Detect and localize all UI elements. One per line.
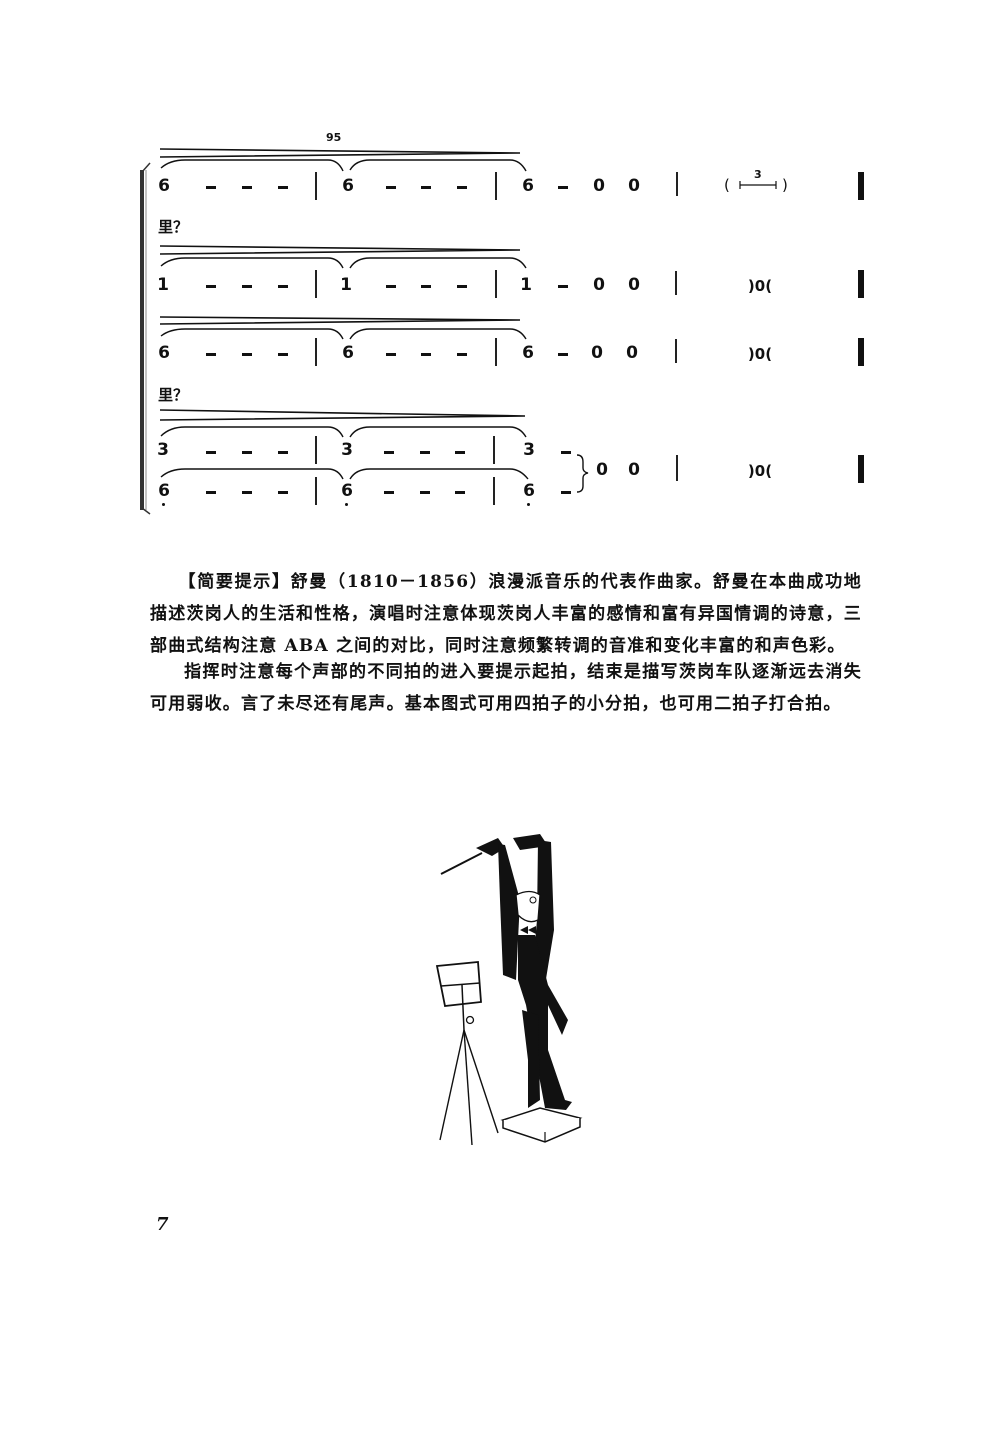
- dash: [242, 186, 252, 189]
- final-barline: [858, 455, 864, 483]
- rest: 0: [591, 343, 603, 363]
- rest: 0: [626, 343, 638, 363]
- measure-number: 95: [326, 131, 342, 144]
- conducting-body: 指挥时注意每个声部的不同拍的进入要提示起拍，结束是描写茨岗车队逐渐远去消失可用弱…: [150, 662, 862, 714]
- dash: [206, 451, 216, 454]
- rest: 0: [628, 275, 640, 295]
- note: 6: [342, 343, 354, 363]
- final-barline: [858, 172, 864, 200]
- rest: 0: [593, 275, 605, 295]
- dash: [457, 353, 467, 356]
- barline: [315, 477, 317, 505]
- conducting-paragraph: 指挥时注意每个声部的不同拍的进入要提示起拍，结束是描写茨岗车队逐渐远去消失可用弱…: [150, 656, 862, 720]
- dash: [421, 186, 431, 189]
- note: 3: [523, 440, 535, 460]
- note: 6: [158, 343, 170, 363]
- barline: [676, 455, 678, 481]
- barline: [315, 270, 317, 298]
- dash: [420, 451, 430, 454]
- dash: [558, 285, 568, 288]
- rest-group: )0(: [747, 462, 773, 480]
- dash: [242, 451, 252, 454]
- note: 6: [341, 481, 353, 501]
- dash: [457, 186, 467, 189]
- note: 6: [523, 481, 535, 501]
- note: 6: [342, 176, 354, 196]
- barline: [676, 172, 678, 196]
- music-stand-icon: [435, 961, 499, 1146]
- rest: 0: [593, 176, 605, 196]
- barline: [675, 271, 677, 295]
- barline: [315, 338, 317, 366]
- lower-octave-dot: [162, 503, 165, 506]
- rest: 0: [596, 460, 608, 480]
- rest-group: )0(: [747, 345, 773, 363]
- dash: [386, 285, 396, 288]
- dash: [561, 451, 571, 454]
- dash: [455, 451, 465, 454]
- rest: 0: [628, 460, 640, 480]
- hint-paragraph: 【简要提示】舒曼（1810－1856）浪漫派音乐的代表作曲家。舒曼在本曲成功地描…: [150, 566, 862, 662]
- barline: [493, 477, 495, 505]
- note: 3: [341, 440, 353, 460]
- dash: [206, 491, 216, 494]
- dash: [206, 353, 216, 356]
- dash: [421, 353, 431, 356]
- lower-octave-dot: [527, 503, 530, 506]
- dash: [278, 491, 288, 494]
- dash: [242, 491, 252, 494]
- final-barline: [858, 270, 864, 298]
- note: 6: [522, 176, 534, 196]
- dash: [278, 285, 288, 288]
- open-paren: (: [724, 176, 730, 194]
- note: 1: [157, 275, 169, 295]
- score-graphics: [140, 148, 777, 515]
- conductor-figure-icon: [440, 834, 572, 1110]
- dash: [558, 353, 568, 356]
- hint-heading: 【简要提示】: [178, 572, 291, 592]
- tuplet-number: 3: [754, 168, 762, 181]
- dash: [386, 186, 396, 189]
- rest-group: )0(: [747, 277, 773, 295]
- podium-icon: [500, 1107, 583, 1143]
- barline: [495, 172, 497, 200]
- note: 3: [157, 440, 169, 460]
- barline: [495, 338, 497, 366]
- note: 6: [158, 176, 170, 196]
- rest: 0: [628, 176, 640, 196]
- dash: [561, 491, 571, 494]
- barline: [493, 436, 495, 464]
- dash: [420, 491, 430, 494]
- page-number: 7: [156, 1214, 169, 1235]
- lyric: 里？: [158, 218, 189, 236]
- dash: [558, 186, 568, 189]
- lower-octave-dot: [345, 503, 348, 506]
- dash: [278, 353, 288, 356]
- dash: [455, 491, 465, 494]
- dash: [242, 285, 252, 288]
- dash: [278, 451, 288, 454]
- dash: [421, 285, 431, 288]
- barline: [495, 270, 497, 298]
- close-paren: ): [782, 176, 788, 194]
- dash: [206, 285, 216, 288]
- note: 6: [522, 343, 534, 363]
- note: 1: [340, 275, 352, 295]
- lyric: 里？: [158, 386, 189, 404]
- note: 6: [158, 481, 170, 501]
- hint-body: 舒曼（1810－1856）浪漫派音乐的代表作曲家。舒曼在本曲成功地描述茨岗人的生…: [150, 572, 862, 656]
- barline: [675, 339, 677, 363]
- dash: [278, 186, 288, 189]
- dash: [384, 491, 394, 494]
- barline: [315, 172, 317, 200]
- dash: [384, 451, 394, 454]
- dash: [386, 353, 396, 356]
- final-barline: [858, 338, 864, 366]
- dash: [457, 285, 467, 288]
- dash: [206, 186, 216, 189]
- dash: [242, 353, 252, 356]
- note: 1: [520, 275, 532, 295]
- barline: [315, 436, 317, 464]
